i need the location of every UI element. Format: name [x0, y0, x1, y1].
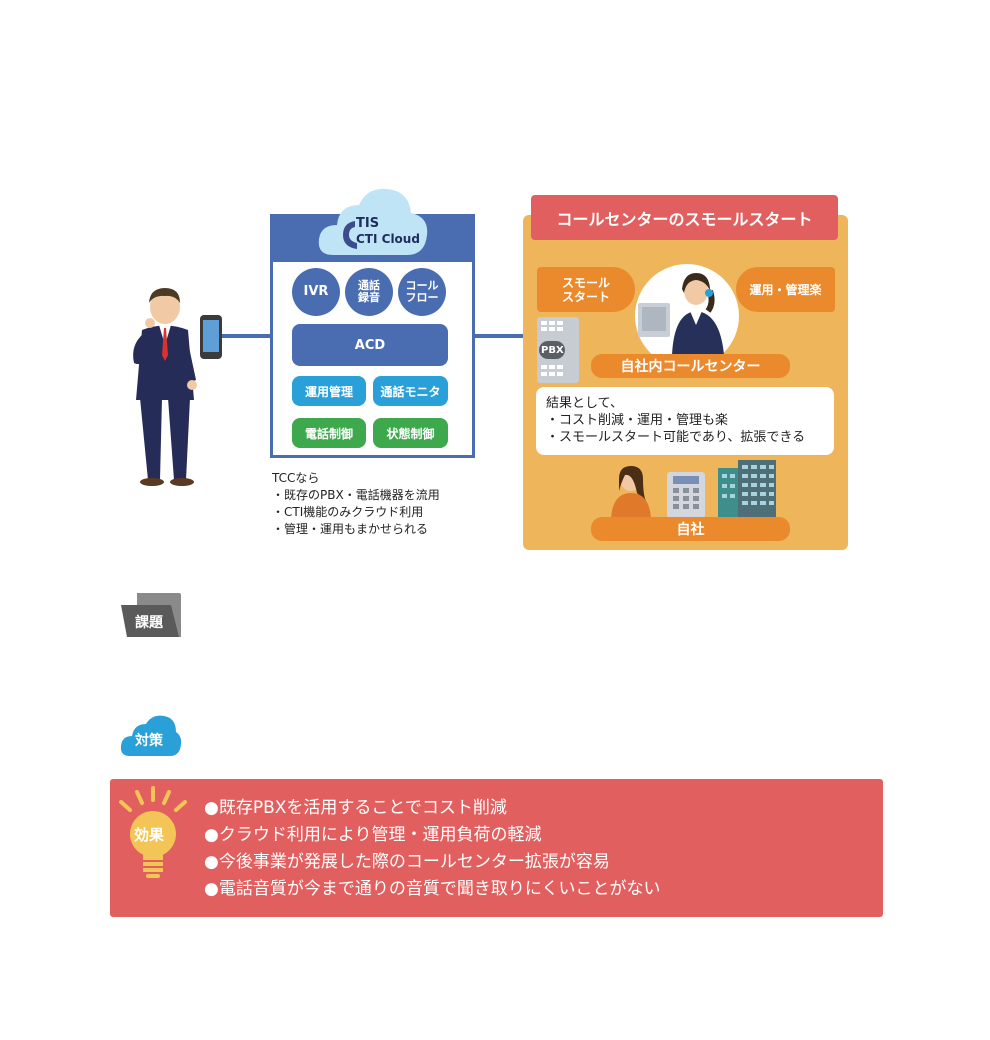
measure-cloud-icon: [120, 715, 182, 756]
tis-logo-line1: TIS: [356, 216, 380, 231]
issue-label: 課題: [135, 615, 163, 631]
operator-illustration: [635, 264, 739, 355]
cloud-icon: [318, 188, 428, 255]
businessman-illustration: [133, 288, 197, 486]
effect-box: [110, 779, 883, 917]
lightbulb-icon: [119, 786, 187, 878]
easy-management-tag: 運用・管理楽: [736, 267, 835, 312]
call-monitor-pill: 通話モニタ: [373, 376, 448, 406]
operation-management-pill: 運用管理: [292, 376, 366, 406]
pbx-label: PBX: [541, 345, 564, 356]
smartphone-icon: [200, 315, 222, 359]
connector-line-left: [222, 334, 270, 338]
tcc-notes: TCCなら ・既存のPBX・電話機器を流用 ・CTI機能のみクラウド利用 ・管理…: [272, 471, 440, 536]
office-building-icon: [718, 460, 776, 518]
effect-item: ●電話音質が今まで通りの音質で聞き取りにくいことがない: [204, 879, 661, 899]
result-box: 結果として、 ・コスト削減・運用・管理も楽 ・スモールスタート可能であり、拡張で…: [536, 387, 834, 455]
acd-box: ACD: [292, 324, 448, 366]
in-house-call-center-label: 自社内コールセンター: [591, 354, 790, 378]
phone-control-pill: 電話制御: [292, 418, 366, 448]
small-start-title: コールセンターのスモールスタート: [531, 195, 838, 240]
pbx-device-icon: [537, 317, 579, 383]
effect-item: ●クラウド利用により管理・運用負荷の軽減: [204, 825, 542, 845]
effect-label: 効果: [134, 826, 165, 844]
effect-item: ●既存PBXを活用することでコスト削減: [204, 798, 507, 818]
connector-line-right: [475, 334, 537, 338]
small-start-tag: スモール スタート: [537, 267, 635, 312]
company-label: 自社: [591, 517, 790, 541]
effect-list: ●既存PBXを活用することでコスト削減 ●クラウド利用により管理・運用負荷の軽減…: [204, 795, 661, 903]
effect-item: ●今後事業が発展した際のコールセンター拡張が容易: [204, 852, 610, 872]
tis-logo-line2: CTI Cloud: [356, 232, 420, 246]
folder-icon: [121, 593, 181, 637]
ivr-circle: IVR: [292, 268, 340, 316]
call-recording-circle: 通話 録音: [345, 268, 393, 316]
measure-label: 対策: [135, 733, 163, 749]
call-flow-circle: コール フロー: [398, 268, 446, 316]
office-worker-illustration: [611, 466, 651, 518]
status-control-pill: 状態制御: [373, 418, 448, 448]
office-phone-icon: [667, 472, 705, 518]
